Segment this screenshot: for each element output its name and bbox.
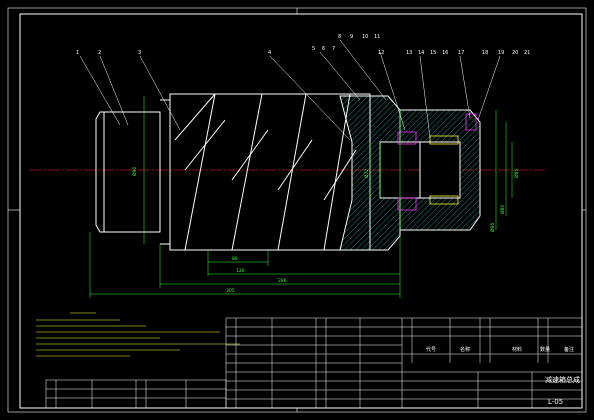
bom-col-qty: 数量 — [540, 346, 550, 353]
callout-label: 16 — [442, 50, 448, 56]
callout-label: 12 — [378, 50, 384, 56]
dimension-text: Ø80 — [499, 205, 506, 214]
callout-label: 1 — [76, 50, 79, 56]
bom-table — [225, 317, 583, 409]
bom-col-name: 名称 — [460, 346, 470, 353]
callout-label: 4 — [268, 50, 271, 56]
drawing-title: 减速箱总成 — [545, 375, 580, 384]
callout-label: 21 — [524, 50, 530, 56]
callout-label: 20 — [512, 50, 518, 56]
callout-leaders — [79, 39, 501, 141]
callout-label: 11 — [374, 34, 380, 40]
callout-label: 13 — [406, 50, 412, 56]
callout-label: 19 — [498, 50, 504, 56]
revision-table — [45, 379, 227, 409]
callout-top-labels: 5 6 7 8 9 10 11 12 13 14 15 16 17 18 19 … — [312, 34, 530, 56]
bom-col-material: 材料 — [512, 346, 522, 353]
callout-label: 6 — [322, 46, 325, 52]
callout-label: 15 — [430, 50, 436, 56]
callout-label: 2 — [98, 50, 101, 56]
callout-label: 14 — [418, 50, 424, 56]
callout-label: 7 — [332, 46, 335, 52]
dimension-text: 305 — [226, 288, 235, 294]
technical-notes — [36, 312, 240, 357]
dimension-text: Ø90 — [131, 167, 138, 176]
dimension-text: 88 — [232, 256, 238, 262]
callout-label: 3 — [138, 50, 141, 56]
callout-label: 18 — [482, 50, 488, 56]
dimension-text: 286 — [278, 278, 287, 284]
dimension-labels: 88 120 286 305 Ø90 Ø72 Ø85 Ø80 Ø95 — [131, 167, 520, 294]
screw-body — [169, 93, 371, 251]
housing-section — [339, 95, 481, 251]
callout-label: 9 — [350, 34, 353, 40]
callout-label: 10 — [362, 34, 368, 40]
callout-label: 8 — [338, 34, 341, 40]
callout-label: 17 — [458, 50, 464, 56]
dimension-text: Ø85 — [513, 169, 520, 178]
dimension-text: Ø72 — [363, 169, 370, 178]
drawing-number: L-05 — [548, 398, 563, 406]
bom-header: 代号 名称 材料 数量 备注 — [426, 346, 574, 353]
title-block: 减速箱总成 L-05 — [545, 375, 580, 406]
bom-col-note: 备注 — [564, 346, 574, 353]
callout-label: 5 — [312, 46, 315, 52]
callout-left-labels: 1 2 3 4 — [76, 50, 271, 56]
dimension-lines — [89, 96, 513, 298]
bom-col-code: 代号 — [426, 346, 436, 353]
dimension-text: 120 — [236, 268, 245, 274]
drawing-frame — [7, 7, 587, 413]
dimension-text: Ø95 — [489, 223, 496, 232]
